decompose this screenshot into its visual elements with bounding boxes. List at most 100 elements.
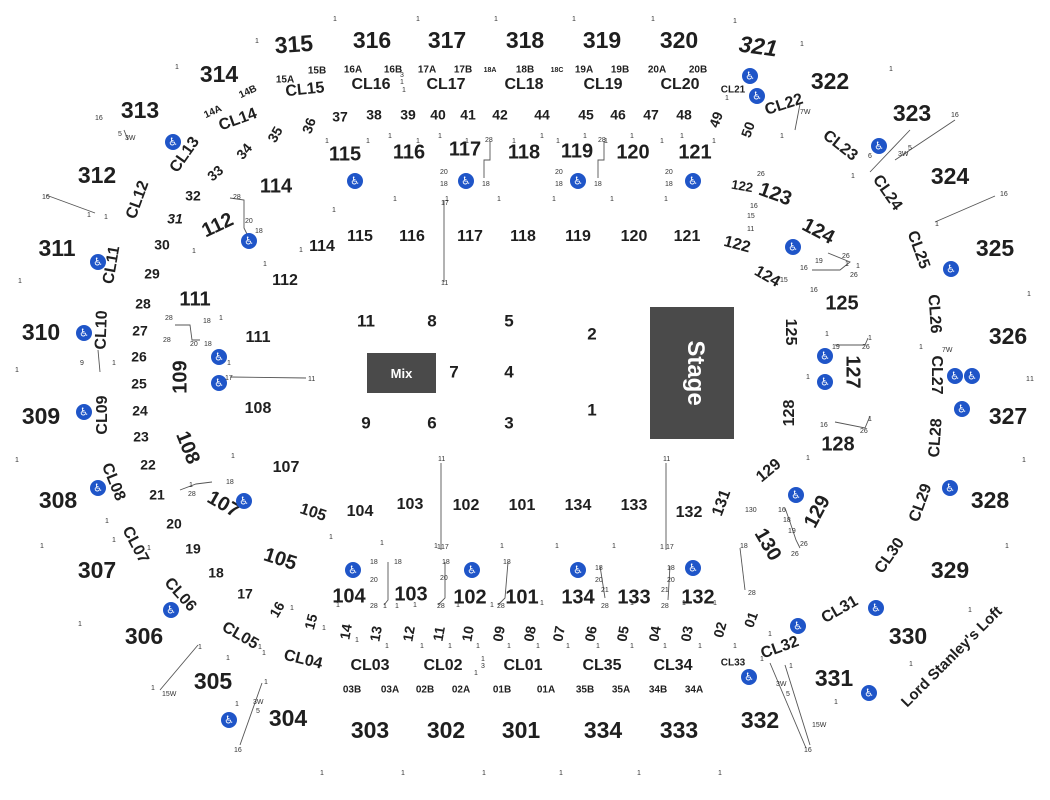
svg-text:1: 1 [919,344,923,351]
svg-text:1: 1 [198,644,202,651]
wheelchair-accessible-icon: ♿ [165,134,181,150]
svg-text:1: 1 [604,138,608,145]
suite-14b: 14B [237,83,258,101]
svg-text:1: 1 [366,138,370,145]
svg-text:1: 1 [175,64,179,71]
floor-section-11: 11 [357,311,375,330]
svg-text:1: 1 [255,38,259,45]
stage-label: Stage [682,340,709,405]
svg-text:1: 1 [780,133,784,140]
suite-02b: 02B [416,685,434,696]
svg-text:3: 3 [400,72,404,79]
section-317: 317 [428,27,466,53]
svg-text:1: 1 [231,453,235,460]
svg-text:26: 26 [757,171,765,178]
wheelchair-glyph: ♿ [688,175,698,188]
svg-text:26: 26 [791,551,799,558]
section-134: 134 [561,586,595,608]
floor-section-9: 9 [361,413,370,432]
suite-01b: 01B [493,685,511,696]
svg-text:1: 1 [437,544,441,551]
svg-text:1: 1 [1005,543,1009,550]
wheelchair-glyph: ♿ [350,175,360,188]
loge-41: 41 [460,107,476,123]
club-cl35: CL35 [582,657,621,674]
wheelchair-accessible-icon: ♿ [685,173,701,189]
svg-text:1: 1 [262,650,266,657]
section-130: 130 [750,525,786,565]
wheelchair-accessible-icon: ♿ [943,261,959,277]
inner-section-121: 121 [674,228,701,245]
svg-text:28: 28 [163,337,171,344]
wheelchair-accessible-icon: ♿ [741,669,757,685]
wheelchair-accessible-icon: ♿ [163,602,179,618]
loge-39: 39 [400,107,416,123]
svg-text:3W: 3W [776,681,787,688]
svg-text:21: 21 [661,587,669,594]
loge-13: 13 [366,625,384,643]
club-cl34: CL34 [653,657,692,674]
svg-text:18: 18 [226,479,234,486]
svg-text:28: 28 [188,491,196,498]
svg-text:11: 11 [438,456,445,463]
loge-07: 07 [549,625,567,643]
svg-text:1: 1 [474,670,478,677]
loge-05: 05 [613,625,631,643]
suite-34b: 34B [649,685,667,696]
wheelchair-glyph: ♿ [874,140,884,153]
svg-text:19: 19 [788,528,796,535]
svg-text:1: 1 [226,655,230,662]
svg-text:1: 1 [235,701,239,708]
section-121: 121 [678,141,711,163]
svg-text:16: 16 [951,112,959,119]
wheelchair-glyph: ♿ [244,235,254,248]
svg-text:1: 1 [806,455,810,462]
inner-section-120: 120 [621,228,648,245]
svg-text:1: 1 [845,261,849,268]
svg-text:16: 16 [750,203,758,210]
loge-03: 03 [677,625,695,643]
svg-text:1: 1 [680,133,684,140]
svg-text:1: 1 [718,770,722,777]
svg-text:1: 1 [733,643,737,650]
svg-text:1: 1 [698,643,702,650]
wheelchair-accessible-icon: ♿ [221,712,237,728]
suite-35a: 35A [612,685,630,696]
loge-34: 34 [233,140,255,162]
svg-text:1: 1 [333,16,337,23]
wheelchair-glyph: ♿ [168,136,178,149]
svg-text:1: 1 [147,545,151,552]
svg-text:18: 18 [255,228,263,235]
svg-text:1: 1 [15,367,19,374]
club-cl23: CL23 [820,127,861,165]
club-cl11: CL11 [100,245,123,286]
club-cl28: CL28 [926,418,946,458]
section-319: 319 [583,27,621,53]
svg-text:1: 1 [420,643,424,650]
section-328: 328 [971,487,1010,513]
suite-20b: 20B [689,65,707,76]
svg-text:16: 16 [800,265,808,272]
svg-text:1: 1 [445,196,449,203]
svg-text:1: 1 [18,278,22,285]
svg-text:1: 1 [497,196,501,203]
floor-section-3: 3 [504,413,513,432]
section-314: 314 [200,61,239,87]
section-114: 114 [260,175,293,197]
wheelchair-accessible-icon: ♿ [964,368,980,384]
svg-text:18: 18 [482,181,490,188]
section-101: 101 [505,586,538,608]
wheelchair-accessible-icon: ♿ [749,88,765,104]
loge-12: 12 [399,625,417,643]
wheelchair-glyph: ♿ [348,564,358,577]
section-332: 332 [741,707,779,733]
wheelchair-accessible-icon: ♿ [211,375,227,391]
svg-text:1: 1 [322,625,326,632]
svg-text:1: 1 [151,685,155,692]
svg-text:1: 1 [290,605,294,612]
suite-17a: 17A [418,65,436,76]
svg-text:1: 1 [325,138,329,145]
svg-text:15W: 15W [812,722,827,729]
suite-34a: 34A [685,685,703,696]
loge-23: 23 [133,429,149,445]
